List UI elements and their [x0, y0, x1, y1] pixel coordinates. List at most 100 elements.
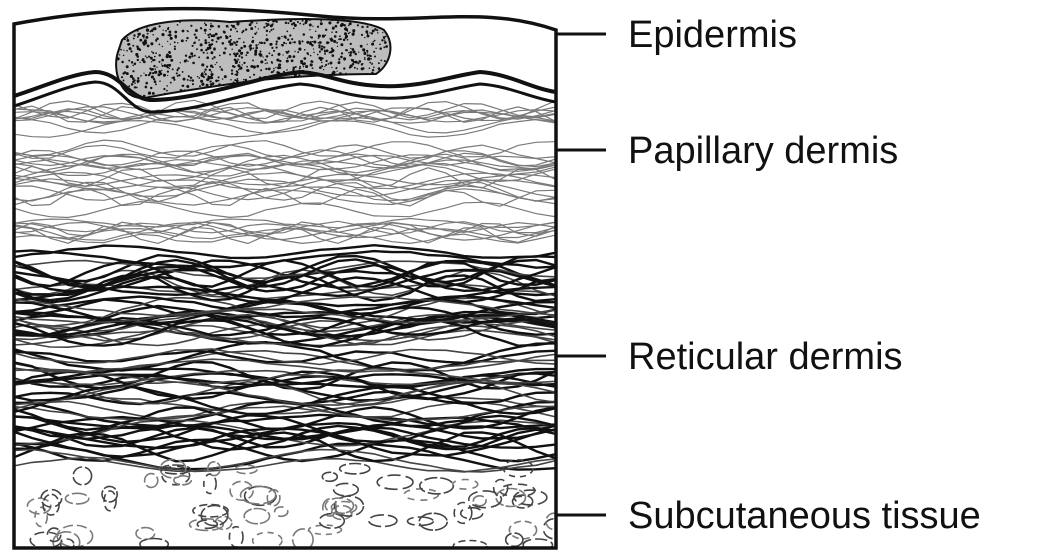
- stipple-dot: [303, 57, 306, 60]
- stipple-dot: [265, 68, 267, 70]
- stipple-dot: [350, 43, 352, 45]
- fat-cell: [340, 464, 370, 474]
- stipple-dot: [132, 70, 134, 72]
- stipple-dot: [335, 31, 337, 33]
- stipple-dot: [204, 73, 206, 75]
- stipple-dot: [281, 36, 282, 37]
- stipple-dot: [176, 72, 178, 74]
- stipple-dot: [174, 31, 177, 34]
- stipple-dot: [319, 78, 322, 81]
- stipple-dot: [344, 27, 347, 30]
- stipple-dot: [285, 95, 287, 97]
- stipple-dot: [336, 42, 338, 44]
- stipple-dot: [242, 100, 244, 102]
- stipple-dot: [276, 41, 278, 43]
- stipple-dot: [133, 37, 135, 39]
- stipple-dot: [233, 66, 235, 68]
- reticular-fiber: [14, 259, 554, 287]
- stipple-dot: [137, 77, 139, 79]
- stipple-dot: [366, 101, 368, 103]
- stipple-dot: [379, 47, 382, 50]
- stipple-dot: [205, 24, 207, 26]
- stipple-dot: [150, 57, 153, 60]
- stipple-dot: [325, 90, 328, 93]
- stipple-dot: [364, 37, 365, 38]
- stipple-dot: [336, 71, 337, 72]
- stipple-dot: [374, 89, 377, 92]
- stipple-dot: [367, 54, 369, 56]
- stipple-dot: [308, 54, 309, 55]
- stipple-dot: [243, 79, 245, 81]
- stipple-dot: [167, 35, 168, 36]
- stipple-dot: [340, 43, 343, 46]
- stipple-dot: [133, 34, 135, 36]
- stipple-dot: [379, 22, 382, 25]
- stipple-dot: [293, 28, 295, 30]
- stipple-dot: [148, 55, 150, 57]
- stipple-dot: [212, 58, 214, 60]
- stipple-dot: [381, 92, 382, 93]
- stipple-dot: [360, 78, 362, 80]
- stipple-dot: [383, 36, 386, 39]
- stipple-dot: [168, 51, 171, 54]
- stipple-dot: [286, 69, 288, 71]
- stipple-dot: [191, 79, 194, 82]
- stipple-dot: [153, 59, 155, 61]
- stipple-dot: [137, 59, 139, 61]
- stipple-dot: [193, 43, 195, 45]
- stipple-dot: [163, 88, 165, 90]
- stipple-dot: [156, 67, 157, 68]
- stipple-dot: [277, 53, 280, 56]
- stipple-dot: [241, 56, 243, 58]
- stipple-dot: [246, 69, 249, 72]
- stipple-dot: [134, 24, 136, 26]
- stipple-dot: [388, 91, 391, 94]
- stipple-dot: [150, 42, 153, 45]
- stipple-dot: [313, 48, 314, 49]
- stipple-dot: [341, 52, 343, 54]
- stipple-dot: [140, 18, 142, 20]
- stipple-dot: [343, 57, 346, 60]
- stipple-dot: [242, 64, 243, 65]
- stipple-dot: [150, 19, 152, 21]
- stipple-dot: [373, 51, 375, 53]
- stipple-dot: [126, 50, 128, 52]
- stipple-dot: [349, 32, 350, 33]
- stipple-dot: [205, 32, 206, 33]
- papillary-fiber: [14, 188, 554, 206]
- stipple-dot: [151, 61, 152, 62]
- stipple-dot: [161, 65, 163, 67]
- fat-cell: [506, 533, 523, 546]
- stipple-dot: [337, 94, 339, 96]
- stipple-dot: [185, 55, 187, 57]
- stipple-dot: [266, 34, 268, 36]
- stipple-dot: [249, 23, 252, 26]
- epidermal-lesion: [114, 17, 396, 104]
- stipple-dot: [364, 101, 366, 103]
- stipple-dot: [354, 67, 356, 69]
- stipple-dot: [236, 30, 238, 32]
- stipple-dot: [270, 29, 272, 31]
- label-papillary-dermis: Papillary dermis: [628, 130, 898, 172]
- stipple-dot: [209, 69, 211, 71]
- stipple-dot: [353, 51, 356, 54]
- stipple-dot: [190, 25, 192, 27]
- stipple-dot: [298, 74, 301, 77]
- stipple-dot: [363, 52, 366, 55]
- stipple-dot: [259, 50, 261, 52]
- stipple-dot: [200, 43, 203, 46]
- stipple-dot: [384, 24, 387, 27]
- stipple-dot: [197, 76, 199, 78]
- stipple-dot: [366, 26, 368, 28]
- stipple-dot: [155, 19, 157, 21]
- stipple-dot: [200, 27, 202, 29]
- stipple-dot: [139, 18, 142, 21]
- stipple-dot: [172, 68, 174, 70]
- stipple-dot: [319, 92, 322, 95]
- stipple-dot: [123, 25, 124, 26]
- stipple-dot: [198, 56, 200, 58]
- stipple-dot: [299, 87, 301, 89]
- stipple-dot: [119, 41, 121, 43]
- stipple-dot: [301, 40, 303, 42]
